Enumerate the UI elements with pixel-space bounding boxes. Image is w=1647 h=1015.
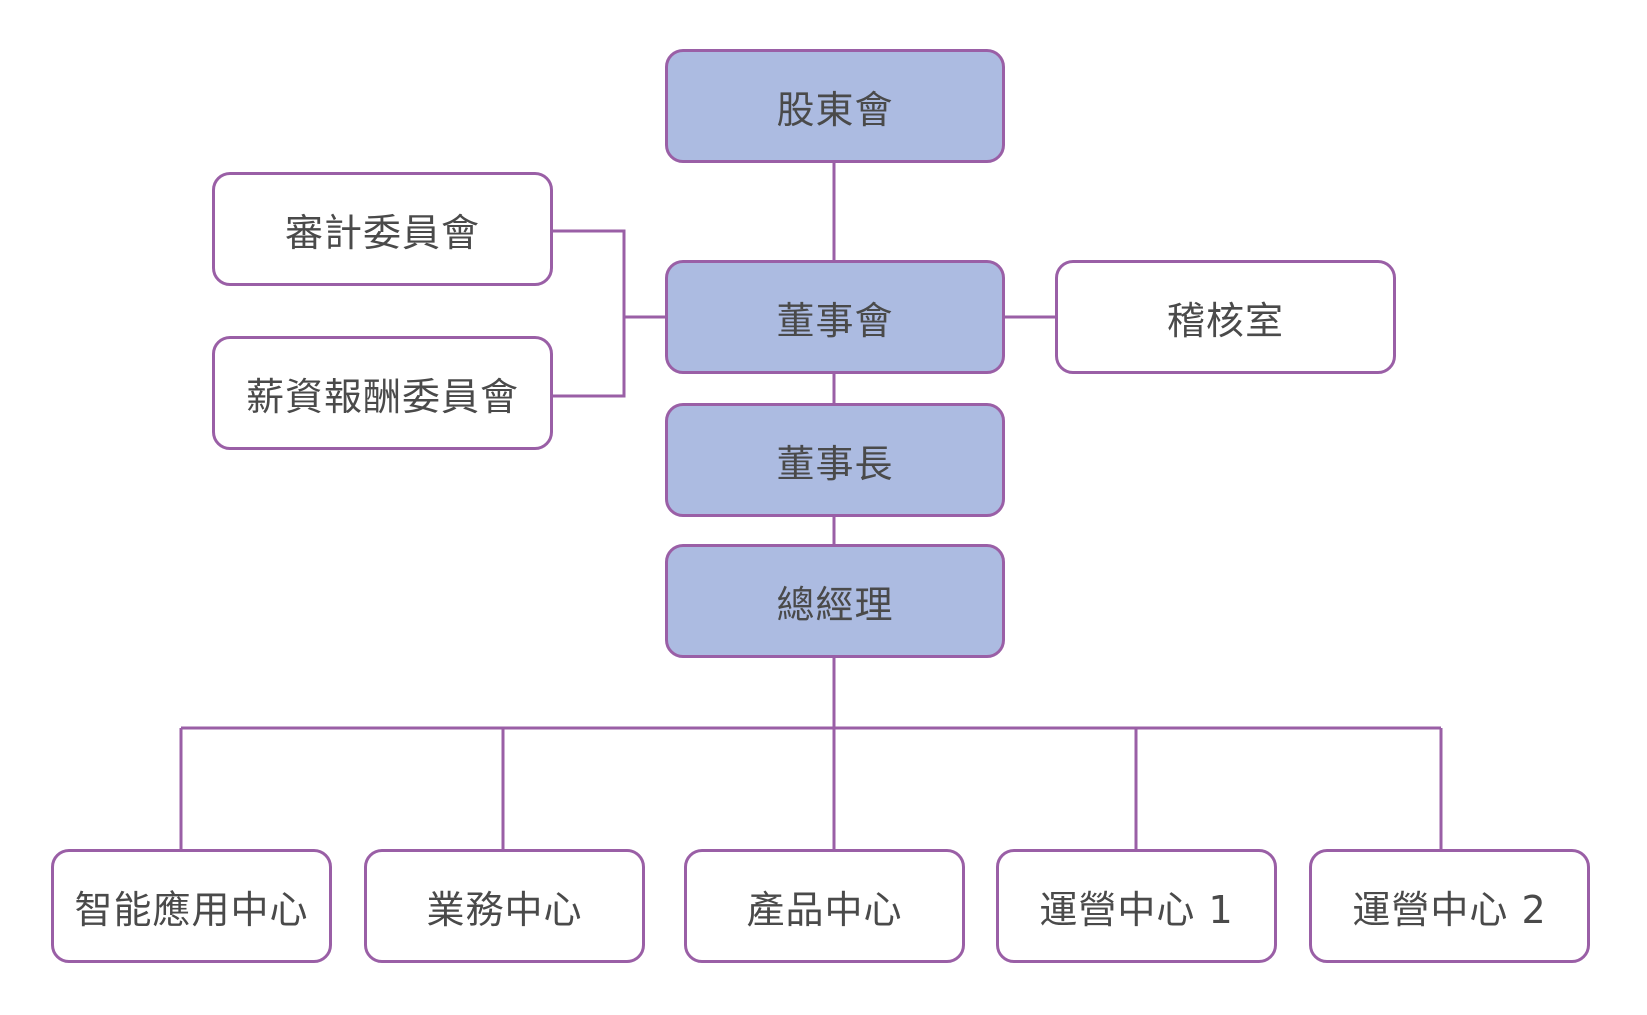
node-compensation-committee: 薪資報酬委員會 (212, 336, 553, 450)
node-center-smart-application: 智能應用中心 (51, 849, 332, 963)
node-center-product: 產品中心 (684, 849, 965, 963)
node-chairman: 董事長 (665, 403, 1005, 517)
connector-committees-bracket (553, 229, 626, 398)
node-center-operations-2: 運營中心 2 (1309, 849, 1590, 963)
node-general-manager: 總經理 (665, 544, 1005, 658)
node-internal-audit: 稽核室 (1055, 260, 1396, 374)
node-board: 董事會 (665, 260, 1005, 374)
node-audit-committee: 審計委員會 (212, 172, 553, 286)
node-center-sales: 業務中心 (364, 849, 645, 963)
node-center-operations-1: 運營中心 1 (996, 849, 1277, 963)
node-shareholders: 股東會 (665, 49, 1005, 163)
